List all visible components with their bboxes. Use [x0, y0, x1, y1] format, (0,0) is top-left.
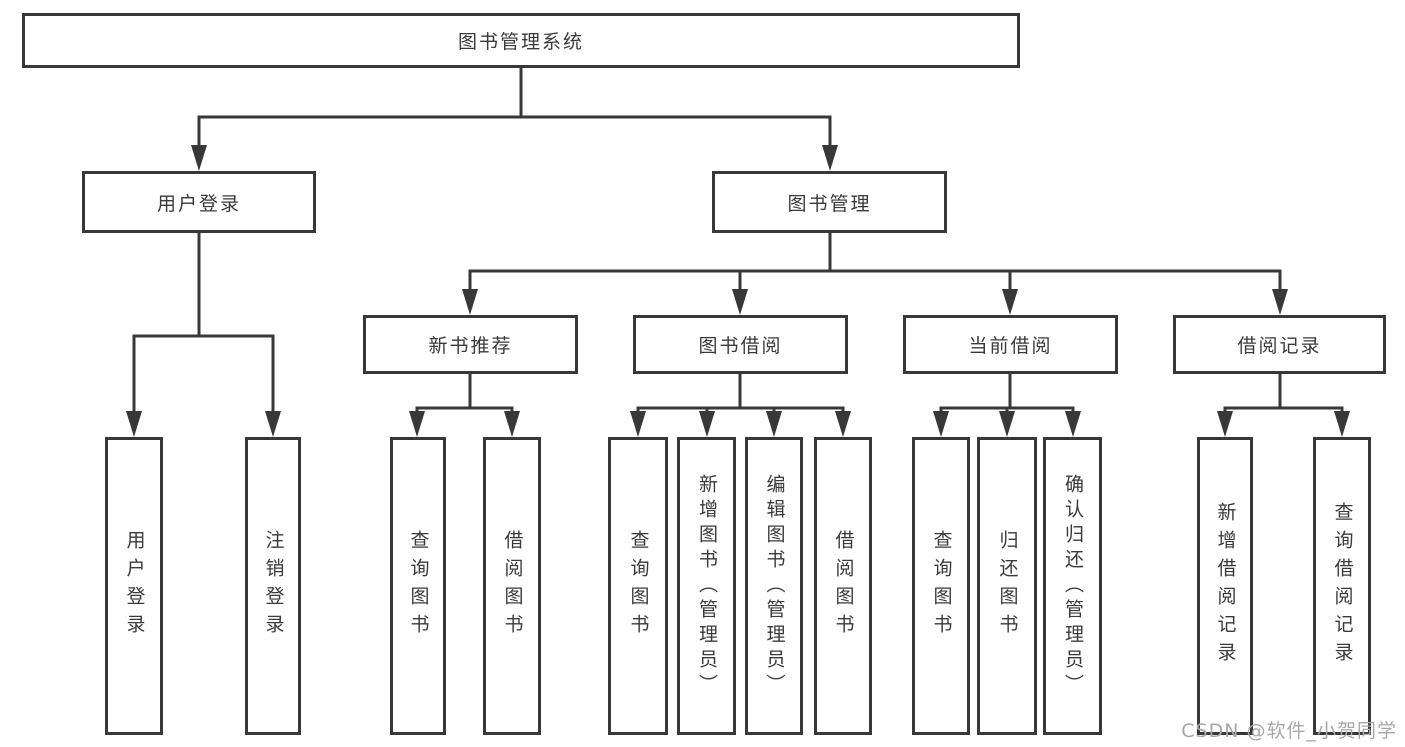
node-root: 图书管理系统	[22, 13, 1020, 68]
leaf-borrow-borrow-book: 借阅图书	[814, 437, 872, 735]
arrowhead-icon	[630, 411, 646, 437]
leaf-record-query-label: 查询借阅记录	[1331, 502, 1354, 670]
node-book-management-label: 图书管理	[787, 192, 872, 215]
node-user-login-label: 用户登录	[156, 192, 241, 215]
leaf-borrow-add-book-label: 新增图书（管理员）	[696, 473, 718, 699]
arrowhead-icon	[822, 145, 838, 171]
arrowhead-icon	[462, 289, 478, 315]
leaf-borrow-add-book: 新增图书（管理员）	[677, 437, 736, 735]
arrowhead-icon	[933, 411, 949, 437]
arrowhead-icon	[999, 411, 1015, 437]
csdn-watermark: CSDN @软件_小贺同学	[1181, 720, 1397, 742]
arrowhead-icon	[1217, 411, 1233, 437]
arrowhead-icon	[1002, 289, 1018, 315]
leaf-borrow-query-book: 查询图书	[608, 437, 668, 735]
leaf-current-confirm-return: 确认归还（管理员）	[1043, 437, 1102, 735]
leaf-current-query-book-label: 查询图书	[930, 530, 953, 642]
leaf-record-add: 新增借阅记录	[1197, 437, 1253, 735]
leaf-borrow-query-book-label: 查询图书	[627, 530, 650, 642]
leaf-current-return-book: 归还图书	[977, 437, 1037, 735]
leaf-recommend-borrow-book: 借阅图书	[483, 437, 541, 735]
node-book-management: 图书管理	[712, 171, 947, 233]
node-new-book-recommend: 新书推荐	[363, 315, 578, 374]
leaf-borrow-edit-book: 编辑图书（管理员）	[745, 437, 803, 735]
arrowhead-icon	[265, 411, 281, 437]
leaf-borrow-borrow-book-label: 借阅图书	[832, 530, 855, 642]
node-book-borrow: 图书借阅	[633, 315, 848, 374]
arrowhead-icon	[732, 289, 748, 315]
arrowhead-icon	[191, 145, 207, 171]
arrowhead-icon	[504, 411, 520, 437]
leaf-user-login: 用户登录	[105, 437, 163, 735]
arrowhead-icon	[1065, 411, 1081, 437]
node-user-login: 用户登录	[82, 171, 316, 233]
leaf-recommend-query-book-label: 查询图书	[407, 530, 430, 642]
leaf-current-confirm-return-label: 确认归还（管理员）	[1062, 473, 1084, 699]
arrowhead-icon	[835, 411, 851, 437]
arrowhead-icon	[126, 411, 142, 437]
leaf-recommend-borrow-book-label: 借阅图书	[501, 530, 524, 642]
node-borrow-record: 借阅记录	[1173, 315, 1386, 374]
leaf-logout: 注销登录	[245, 437, 301, 735]
leaf-logout-label: 注销登录	[262, 530, 285, 642]
leaf-record-add-label: 新增借阅记录	[1214, 502, 1237, 670]
leaf-recommend-query-book: 查询图书	[390, 437, 446, 735]
arrowheads	[126, 145, 1350, 437]
node-current-borrow-label: 当前借阅	[968, 335, 1053, 357]
leaf-record-query: 查询借阅记录	[1313, 437, 1371, 735]
arrowhead-icon	[1334, 411, 1350, 437]
node-root-label: 图书管理系统	[457, 31, 584, 53]
leaf-borrow-edit-book-label: 编辑图书（管理员）	[763, 473, 786, 699]
node-borrow-record-label: 借阅记录	[1237, 335, 1322, 357]
arrowhead-icon	[699, 411, 715, 437]
leaf-user-login-label: 用户登录	[123, 530, 146, 642]
arrowhead-icon	[766, 411, 782, 437]
arrowhead-icon	[1272, 289, 1288, 315]
node-new-book-recommend-label: 新书推荐	[428, 335, 513, 357]
node-current-borrow: 当前借阅	[903, 315, 1118, 374]
leaf-current-return-book-label: 归还图书	[996, 530, 1019, 642]
node-book-borrow-label: 图书借阅	[698, 335, 783, 357]
arrowhead-icon	[409, 411, 425, 437]
leaf-current-query-book: 查询图书	[912, 437, 970, 735]
